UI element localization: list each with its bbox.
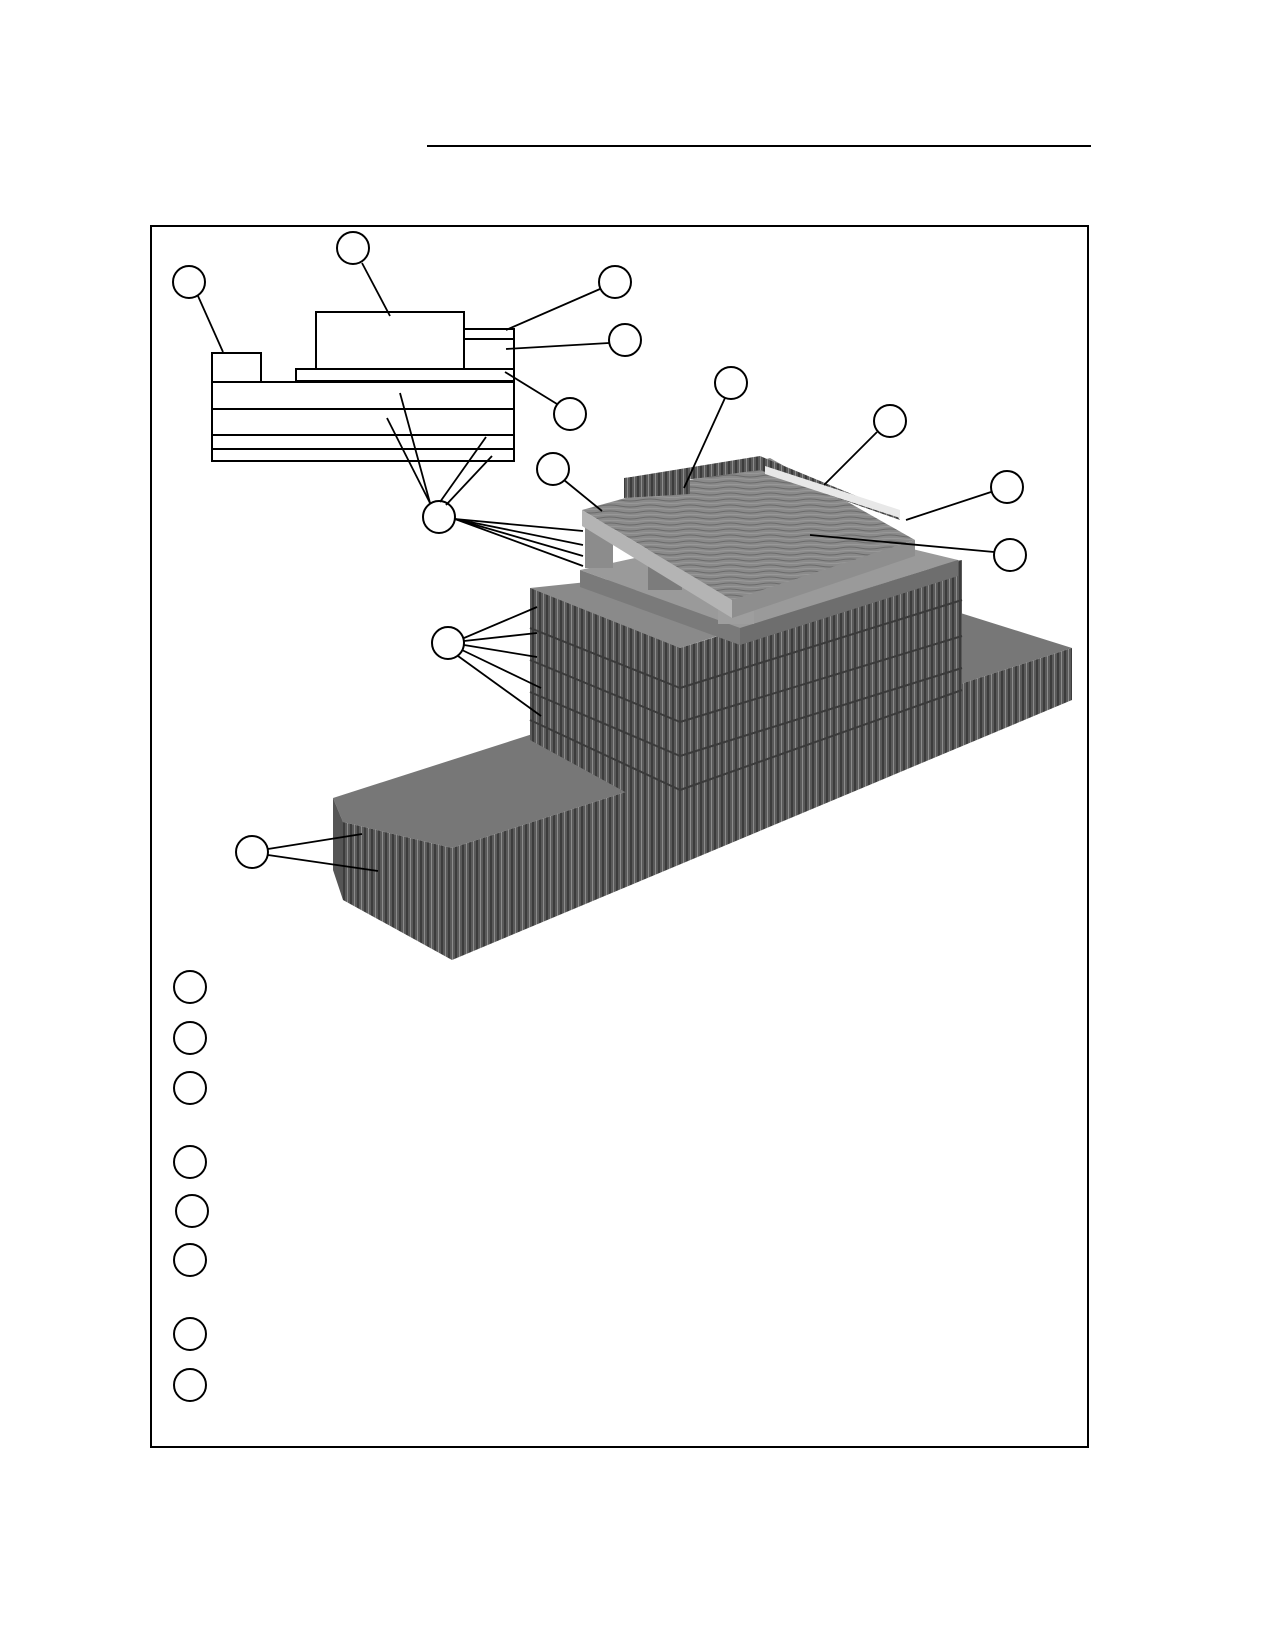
pallet-top-side — [732, 540, 915, 618]
schematic-base-layer-4 — [211, 448, 515, 462]
callout-8 — [536, 452, 570, 486]
callout-2 — [336, 231, 370, 265]
stack-front — [530, 588, 680, 822]
legend-key-5 — [175, 1194, 209, 1228]
callout-9 — [990, 470, 1024, 504]
pallet-lower-edge — [580, 570, 740, 645]
schematic-base-layer-3 — [211, 434, 515, 450]
callout-11 — [993, 538, 1027, 572]
schematic-lower-strip — [463, 338, 515, 370]
legend-item — [173, 1021, 207, 1055]
legend-key-8 — [173, 1368, 207, 1402]
callouts — [172, 231, 1027, 869]
legend-key-7 — [173, 1317, 207, 1351]
schematic-base-layer-2 — [211, 408, 515, 436]
callout-10 — [422, 500, 456, 534]
frame-strip — [765, 466, 900, 518]
schematic-large-item — [315, 311, 465, 370]
legend-key-4 — [173, 1145, 207, 1179]
callout-13 — [235, 835, 269, 869]
frame-back — [625, 456, 900, 520]
legend-item — [173, 1368, 207, 1402]
legend-key-2 — [173, 1021, 207, 1055]
leader-lines — [197, 262, 995, 872]
callout-3 — [598, 265, 632, 299]
legend-item — [173, 970, 207, 1004]
pallet-side-edge — [740, 560, 958, 645]
callout-4 — [608, 323, 642, 357]
schematic-small-item — [211, 352, 262, 383]
callout-5 — [553, 397, 587, 431]
base-slab-left — [333, 798, 343, 900]
stack-side — [680, 560, 962, 822]
frame-left-riser — [624, 470, 690, 498]
schematic-pallet-board — [295, 368, 515, 382]
legend — [173, 970, 209, 1402]
photo-assembly — [333, 456, 1072, 960]
callout-7 — [873, 404, 907, 438]
base-slab-front — [343, 822, 452, 960]
legend-key-3 — [173, 1071, 207, 1105]
legend-item — [173, 1071, 207, 1105]
schematic-base-layer-1 — [211, 381, 515, 410]
legend-item — [173, 1145, 207, 1179]
legend-item — [173, 1317, 207, 1351]
legend-key-6 — [173, 1243, 207, 1277]
callout-1 — [172, 265, 206, 299]
figure-frame — [150, 225, 1089, 1448]
legend-item — [173, 1243, 207, 1277]
legend-key-1 — [173, 970, 207, 1004]
stack-layer-lines — [529, 599, 963, 791]
callout-12 — [431, 626, 465, 660]
schematic-side-view — [211, 311, 515, 462]
legend-item — [175, 1194, 209, 1228]
callout-6 — [714, 366, 748, 400]
pallet-top-front — [582, 510, 732, 618]
base-slab-side — [452, 648, 1072, 960]
